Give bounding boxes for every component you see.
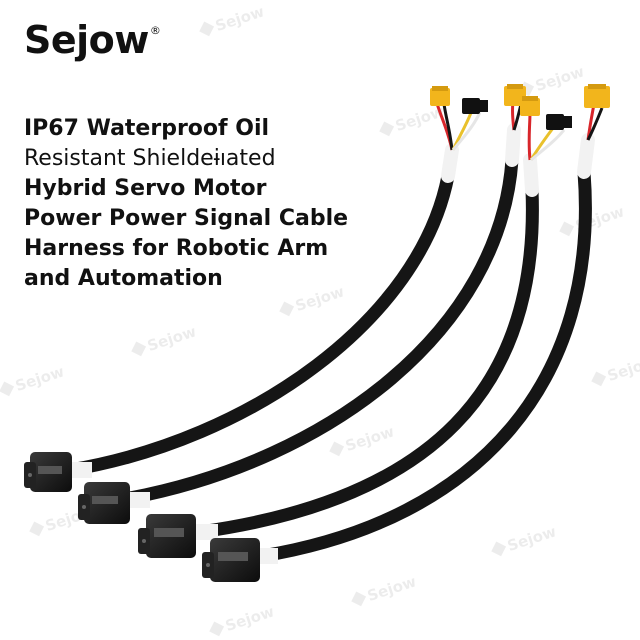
cable-assembly [24,86,488,492]
cable-assembly [202,84,610,582]
brand-name: Sejow [24,18,149,62]
title-line: IP67 Waterproof Oil [24,116,270,141]
brand-logo: Sejow® [24,18,161,62]
title-line: Harness for Robotic Arm [24,236,329,261]
product-title: IP67 Waterproof Oil Resistant Shieldeɨıa… [24,114,384,294]
cable-assembly [138,96,572,558]
title-line: Resistant Shieldeɨıated [24,146,276,171]
title-line: Power Power Signal Cable [24,206,349,231]
title-line: Hybrid Servo Motor [24,176,267,201]
registered-mark: ® [149,24,161,37]
title-line: and Automation [24,266,223,291]
